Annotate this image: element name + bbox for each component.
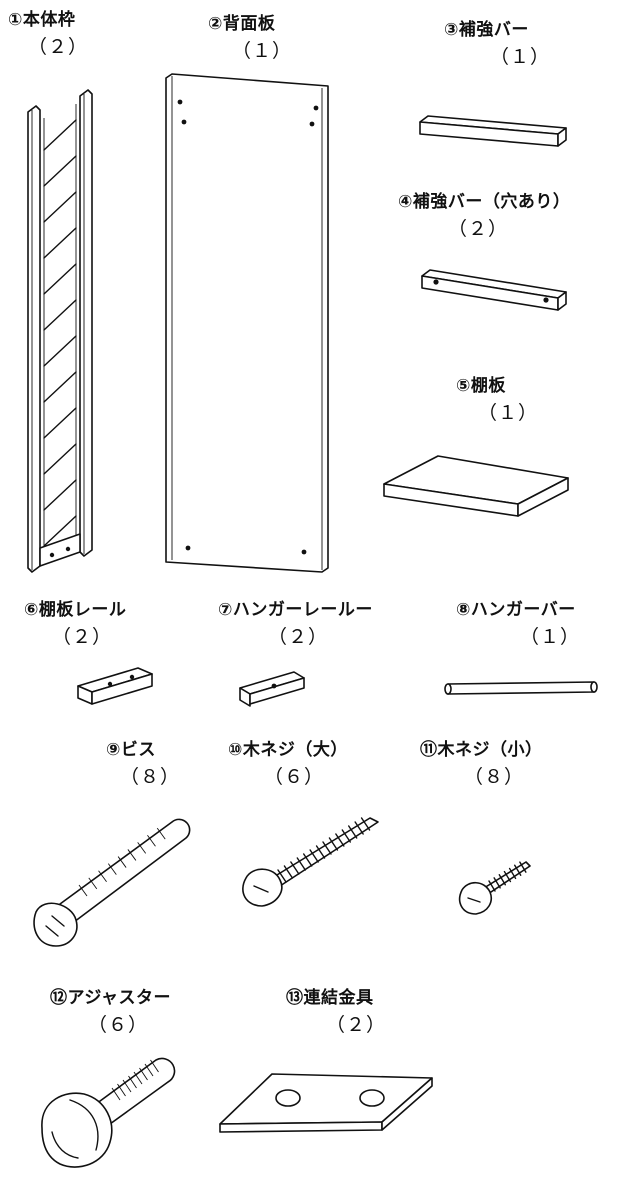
frame-rung: [44, 408, 76, 438]
screw-thread: [329, 838, 337, 850]
wood-screw-large-drawing: [243, 818, 378, 906]
frame-rung: [44, 264, 76, 294]
part-5-name: ⑤棚板: [456, 376, 506, 396]
screw-thread: [520, 862, 526, 872]
part-11-name: ⑪木ネジ（小）: [420, 740, 543, 760]
frame-rung: [44, 228, 76, 258]
adjuster-thread: [145, 1064, 153, 1076]
screw-thread: [336, 834, 344, 846]
part-10-name: ⑩木ネジ（大）: [228, 740, 348, 760]
screw-thread: [362, 818, 370, 830]
reinforcement-bar-drawing: [420, 116, 566, 146]
bolt-thread: [79, 885, 87, 896]
part-10-qty: （６）: [264, 766, 325, 788]
screw-thread: [494, 878, 500, 888]
screw-thread: [504, 872, 510, 882]
shelf-board-drawing: [384, 456, 568, 516]
part-9-name: ⑨ビス: [106, 740, 156, 760]
screw-thread: [510, 868, 516, 878]
connector-bracket-drawing: [220, 1074, 432, 1132]
screw-thread: [304, 854, 312, 866]
part-1-name: ①本体枠: [8, 10, 76, 30]
part-8-name: ⑧ハンガーバー: [456, 600, 576, 620]
screw-thread: [278, 870, 286, 882]
screw-thread: [310, 850, 318, 862]
frame-rung: [44, 372, 76, 402]
bolt-thread: [128, 849, 136, 860]
part-6-qty: （２）: [52, 626, 113, 648]
part-7-name: ⑦ハンガーレールー: [218, 600, 373, 620]
screw-thread: [355, 822, 363, 834]
frame-rung: [44, 192, 76, 222]
shelf-rail-drawing: [78, 668, 152, 704]
frame-rung: [44, 300, 76, 330]
part-3-name: ③補強バー: [444, 20, 529, 40]
frame-rung: [44, 120, 76, 150]
part-6-name: ⑥棚板レール: [24, 600, 127, 620]
adjuster-drawing: [42, 1058, 175, 1167]
part-4-qty: （２）: [448, 218, 509, 240]
bolt-thread: [157, 828, 165, 839]
wood-screw-small-drawing: [460, 862, 530, 914]
adjuster-thread: [112, 1088, 120, 1100]
screw-thread: [297, 858, 305, 870]
part-3-qty: （１）: [490, 46, 551, 68]
main-frame-drawing: [28, 90, 92, 572]
back-panel-drawing: [166, 74, 328, 572]
bolt-thread: [138, 842, 146, 853]
adjuster-thread: [123, 1080, 131, 1092]
adjuster-thread: [129, 1076, 137, 1088]
screw-thread: [499, 875, 505, 885]
part-2-name: ②背面板: [208, 14, 276, 34]
adjuster-thread: [151, 1060, 159, 1072]
frame-rung: [44, 480, 76, 510]
adjuster-thread: [134, 1072, 142, 1084]
frame-rung: [44, 336, 76, 366]
part-1-qty: （２）: [28, 36, 89, 58]
part-2-qty: （１）: [232, 40, 293, 62]
reinforcement-bar-holes-drawing: [422, 270, 566, 310]
part-7-qty: （２）: [268, 626, 329, 648]
hanger-rail-drawing: [240, 672, 304, 706]
bolt-thread: [147, 835, 155, 846]
part-4-name: ④補強バー（穴あり）: [398, 192, 571, 212]
part-5-qty: （１）: [478, 402, 539, 424]
hanger-bar-drawing: [445, 682, 597, 694]
bolt-drawing: [34, 819, 190, 946]
screw-thread: [349, 826, 357, 838]
part-8-qty: （１）: [520, 626, 581, 648]
frame-rung: [44, 516, 76, 546]
part-13-name: ⑬連結金具: [286, 988, 374, 1008]
bolt-thread: [89, 878, 97, 889]
screw-thread: [317, 846, 325, 858]
adjuster-thread: [140, 1068, 148, 1080]
part-11-qty: （８）: [464, 766, 525, 788]
screw-thread: [515, 865, 521, 875]
screw-thread: [291, 862, 299, 874]
screw-thread: [284, 866, 292, 878]
bolt-thread: [118, 857, 126, 868]
bolt-thread: [108, 864, 116, 875]
part-13-qty: （２）: [326, 1014, 387, 1036]
part-12-name: ⑫アジャスター: [50, 988, 171, 1008]
adjuster-thread: [118, 1084, 126, 1096]
part-12-qty: （６）: [88, 1014, 149, 1036]
bolt-thread: [99, 871, 107, 882]
screw-thread: [323, 842, 331, 854]
frame-rung: [44, 444, 76, 474]
screw-thread: [342, 830, 350, 842]
part-9-qty: （８）: [120, 766, 181, 788]
frame-rung: [44, 156, 76, 186]
screw-thread: [489, 881, 495, 891]
